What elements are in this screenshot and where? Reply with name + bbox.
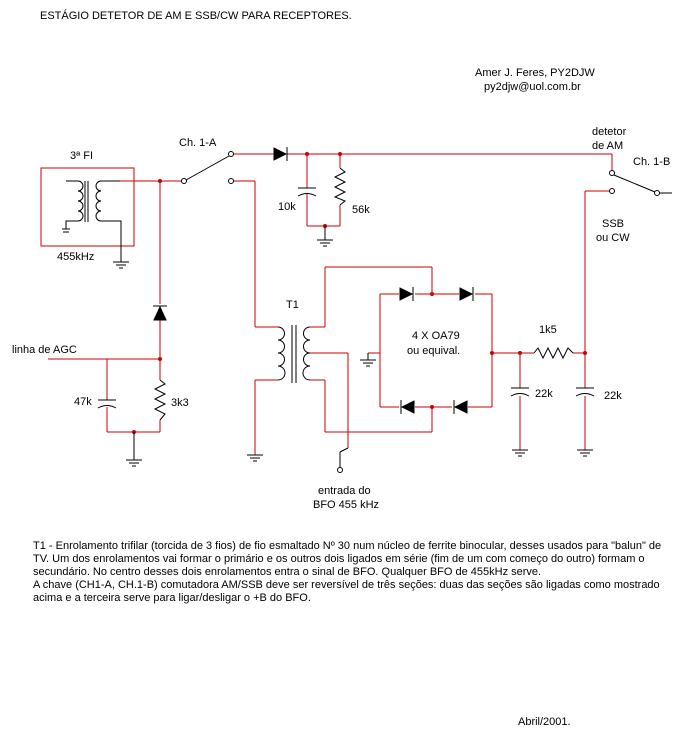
label-bfo-input-2: BFO 455 kHz: [313, 499, 380, 511]
label-switch-a: Ch. 1-A: [179, 137, 217, 149]
label-c-10k: 10k: [278, 201, 296, 213]
ground-agc: [126, 432, 142, 467]
label-switch-b: Ch. 1-B: [633, 156, 671, 168]
ring-diode-top-right: [459, 287, 474, 301]
label-bfo-input-1: entrada do: [318, 485, 371, 497]
agc-diode: [153, 305, 167, 321]
label-r-1k5: 1k5: [539, 324, 557, 336]
label-t1: T1: [286, 299, 299, 311]
ground-output-a: [512, 449, 528, 457]
diagram-title: ESTÁGIO DETETOR DE AM E SSB/CW PARA RECE…: [40, 10, 352, 22]
label-c-47k: 47k: [74, 396, 92, 408]
label-ssb-1: SSB: [602, 218, 625, 230]
label-r-3k3: 3k3: [171, 397, 189, 409]
label-am-detector-1: detetor: [592, 126, 627, 138]
if-ground-symbol: [113, 261, 129, 269]
ground-detector: [317, 226, 333, 247]
ground-output-b: [577, 449, 593, 457]
if-transformer-coils: [62, 180, 122, 262]
note-switch: A chave (CH1-A, CH.1-B) comutadora AM/SS…: [33, 579, 660, 604]
label-c-22k-a: 22k: [535, 388, 553, 400]
label-diodes-1: 4 X OA79: [412, 330, 460, 342]
label-agc-line: linha de AGC: [12, 344, 77, 356]
resistor-56k: [333, 167, 347, 206]
capacitor-10k: [297, 187, 317, 197]
switch-ch1a: [181, 151, 234, 184]
label-am-detector-2: de AM: [592, 140, 624, 152]
label-if-stage: 3ª FI: [70, 150, 94, 162]
resistor-1k5: [533, 346, 574, 360]
if-transformer-box: [40, 167, 135, 247]
note-t1: T1 - Enrolamento trifilar (torcida de 3 …: [33, 540, 662, 578]
ring-diode-bottom-left: [400, 400, 415, 414]
resistor-3k3: [153, 379, 167, 421]
switch-ch1b: [609, 170, 672, 196]
junction-dots: [132, 152, 587, 434]
bfo-input-terminal: [337, 447, 349, 473]
author-name: Amer J. Feres, PY2DJW: [475, 67, 595, 79]
notes-block: T1 - Enrolamento trifilar (torcida de 3 …: [33, 540, 663, 605]
ring-diode-bottom-right: [453, 400, 468, 414]
date-label: Abril/2001.: [518, 716, 571, 728]
ring-diode-top-left: [399, 287, 414, 301]
capacitor-22k-b: [575, 387, 595, 397]
label-if-freq: 455kHz: [57, 251, 95, 263]
label-diodes-2: ou equival.: [407, 345, 461, 357]
wiring: [48, 153, 613, 455]
capacitor-22k-a: [510, 387, 530, 397]
label-r-56k: 56k: [352, 204, 370, 216]
label-ssb-2: ou CW: [596, 232, 630, 244]
label-c-22k-b: 22k: [604, 390, 622, 402]
am-detector-diode: [273, 147, 288, 161]
ground-t1: [247, 454, 263, 462]
author-email: py2djw@uol.com.br: [484, 81, 581, 93]
transformer-t1: [277, 325, 311, 383]
ground-ring: [360, 353, 376, 367]
capacitor-47k: [97, 399, 117, 409]
